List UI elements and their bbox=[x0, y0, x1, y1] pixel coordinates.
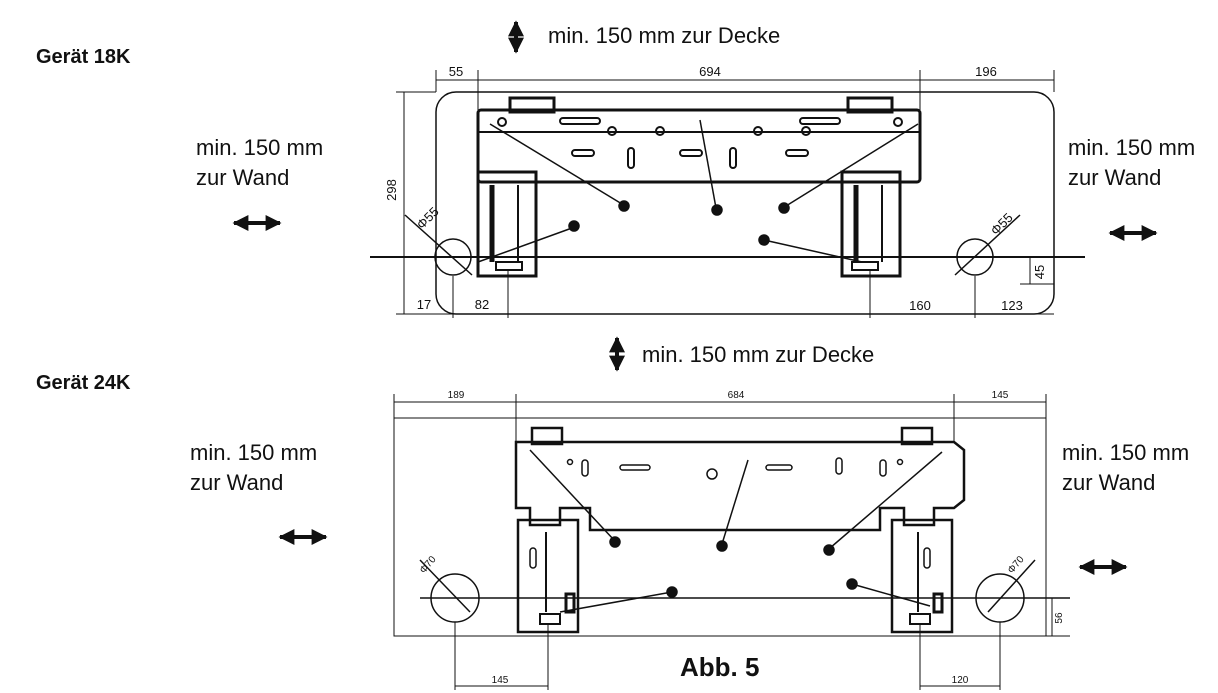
unit-18k-right-clearance: min. 150 mm zur Wand bbox=[1068, 133, 1195, 193]
unit-18k-pipe-holes bbox=[404, 214, 1021, 276]
unit-18k-ceiling-clearance: min. 150 mm zur Decke bbox=[548, 23, 781, 48]
figure-label: Abb. 5 bbox=[680, 652, 760, 682]
unit-24k-plate-slots bbox=[529, 457, 931, 569]
unit-24k-pipe-holes bbox=[419, 559, 1036, 623]
unit-24k-screws bbox=[529, 449, 943, 613]
unit-18k-dimension-lines bbox=[396, 70, 1055, 318]
unit-24k-right-clearance: min. 150 mm zur Wand bbox=[1062, 438, 1189, 498]
unit-24k-left-clearance-line1: min. 150 mm bbox=[190, 440, 318, 465]
unit-24k-title: Gerät 24K bbox=[36, 372, 131, 394]
unit-18k-dim-hole-left: Φ55 bbox=[414, 204, 442, 232]
unit-24k-right-clearance-line2: zur Wand bbox=[1062, 470, 1156, 495]
unit-24k-dim-hole-left: Φ70 bbox=[418, 554, 439, 576]
unit-24k-dim-top-right: 145 bbox=[992, 390, 1009, 401]
unit-24k-left-clearance: min. 150 mm zur Wand bbox=[190, 438, 317, 498]
unit-18k-dim-bottom-right-b: 123 bbox=[1001, 298, 1023, 313]
unit-24k-left-clearance-line2: zur Wand bbox=[190, 470, 284, 495]
unit-24k-dim-top-middle: 684 bbox=[728, 390, 745, 401]
unit-18k-dim-bottom-left-b: 82 bbox=[475, 297, 489, 312]
unit-24k-mounting-plate bbox=[514, 426, 966, 634]
unit-18k-left-clearance: min. 150 mm zur Wand bbox=[196, 133, 323, 193]
unit-18k-dim-top-middle: 694 bbox=[699, 64, 721, 79]
unit-18k-dim-top-right: 196 bbox=[975, 64, 997, 79]
unit-24k-ceiling-clearance: min. 150 mm zur Decke bbox=[642, 342, 875, 367]
unit-24k-dimension-lines bbox=[393, 394, 1070, 690]
unit-18k-dim-top-left: 55 bbox=[449, 64, 463, 79]
unit-24k-dim-top-left: 189 bbox=[448, 390, 465, 401]
unit-18k-right-clearance-line2: zur Wand bbox=[1068, 165, 1162, 190]
unit-18k-left-clearance-line2: zur Wand bbox=[196, 165, 290, 190]
unit-18k-left-clearance-line1: min. 150 mm bbox=[196, 135, 324, 160]
unit-24k-diagram: 189 684 145 Φ70 Φ70 145 120 56 bbox=[278, 336, 1128, 690]
unit-24k-outline bbox=[393, 417, 1047, 637]
unit-18k-mounting-plate bbox=[476, 96, 922, 278]
unit-18k-dim-bottom-left-a: 17 bbox=[417, 297, 431, 312]
unit-18k-screws bbox=[477, 119, 919, 263]
unit-24k-dim-bottom-left: 145 bbox=[492, 675, 509, 686]
unit-18k-dim-bottom-right-a: 160 bbox=[909, 298, 931, 313]
unit-18k-right-clearance-line1: min. 150 mm bbox=[1068, 135, 1196, 160]
unit-24k-right-clearance-line1: min. 150 mm bbox=[1062, 440, 1190, 465]
unit-18k-diagram: 55 694 196 298 Φ55 Φ55 17 82 160 123 45 bbox=[232, 20, 1158, 318]
unit-18k-plate-slots bbox=[497, 117, 903, 169]
unit-18k-dim-height: 298 bbox=[384, 179, 399, 201]
unit-24k-dim-right-offset: 56 bbox=[1054, 612, 1065, 624]
unit-18k-outline bbox=[435, 91, 1055, 315]
unit-24k-dim-bottom-right: 120 bbox=[952, 675, 969, 686]
unit-18k-dim-hole-right: Φ55 bbox=[988, 210, 1016, 238]
unit-18k-dim-right-offset: 45 bbox=[1032, 265, 1047, 279]
unit-18k-title: Gerät 18K bbox=[36, 46, 131, 68]
